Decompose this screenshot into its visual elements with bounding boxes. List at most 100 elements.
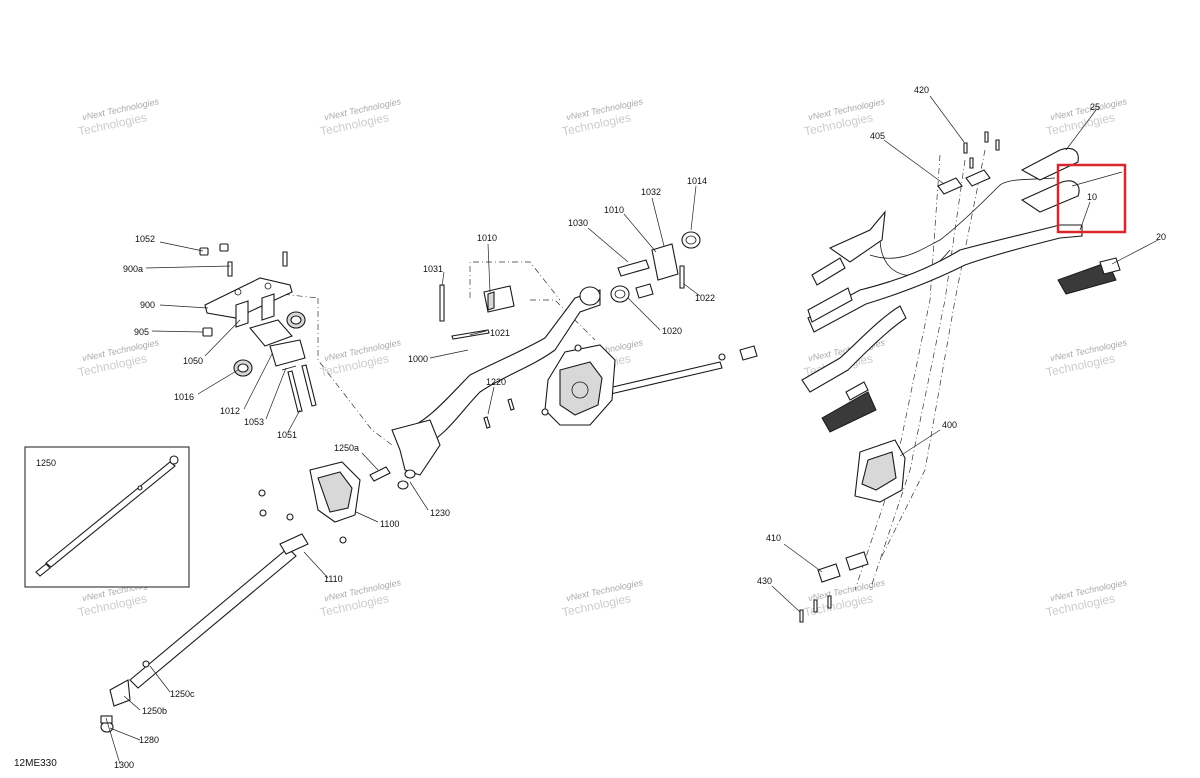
part-label: 405 <box>870 131 885 141</box>
part-label: 1250c <box>170 689 195 699</box>
bolt <box>679 265 685 289</box>
watermark: vNext Technologies Technologies <box>803 577 887 619</box>
part-label: 430 <box>757 576 772 586</box>
bolt <box>827 595 832 609</box>
part-label: 1000 <box>408 354 428 364</box>
bolt <box>282 251 288 267</box>
clamp <box>817 563 841 583</box>
part-label: 1021 <box>490 328 510 338</box>
washer <box>397 480 409 490</box>
bolt <box>439 284 445 322</box>
bushing <box>235 300 249 328</box>
highlight-box <box>1056 163 1127 234</box>
part-label: 10 <box>1087 192 1097 202</box>
seal <box>681 231 701 249</box>
leader-lines <box>105 95 1159 765</box>
part-label: 1053 <box>244 417 264 427</box>
watermark: vNext Technologies Technologies <box>77 337 161 379</box>
lever-guard <box>828 210 886 263</box>
bolt <box>507 398 515 411</box>
bolt <box>483 416 491 429</box>
part-label: 1250b <box>142 706 167 716</box>
watermark: vNext Technologies Technologies <box>1045 337 1129 379</box>
part-label: 1100 <box>380 519 399 529</box>
heated-grip <box>821 391 877 433</box>
part-label: 1300 <box>114 760 134 770</box>
assembly-lines <box>244 149 986 591</box>
clamp <box>965 169 991 187</box>
knuckle <box>391 419 441 476</box>
bolt <box>799 609 804 623</box>
watermark: vNext Technologies Technologies <box>561 96 645 138</box>
bolt <box>301 364 317 407</box>
watermark: vNext Technologies Technologies <box>561 577 645 619</box>
part-label: 900a <box>123 264 143 274</box>
part-label: 1230 <box>430 508 450 518</box>
part-label: 905 <box>134 327 149 337</box>
tie-rod-end <box>109 679 131 707</box>
part-label: 900 <box>140 300 155 310</box>
lower-column-assembly <box>100 461 391 733</box>
part-label: 1030 <box>568 218 588 228</box>
handlebar-assembly <box>799 131 1121 623</box>
watermark: vNext Technologies Technologies <box>77 96 161 138</box>
tie-rod <box>45 461 176 568</box>
part-label: 1020 <box>662 326 682 336</box>
clamp <box>651 243 679 281</box>
part-label: 1031 <box>423 264 443 274</box>
clamp-block <box>249 319 293 347</box>
bolt <box>813 599 818 613</box>
steering-arm <box>404 289 601 449</box>
bolt <box>287 370 303 413</box>
nut <box>199 247 209 256</box>
bolt <box>984 131 989 143</box>
washer <box>404 469 416 479</box>
bolt <box>995 139 1000 151</box>
part-label: 1032 <box>641 187 661 197</box>
part-label: 1010 <box>604 205 624 215</box>
part-label: 20 <box>1156 232 1166 242</box>
bolt <box>227 261 233 277</box>
part-label: 1250a <box>334 443 359 453</box>
grip <box>1057 261 1117 295</box>
part-label: 1016 <box>174 392 194 402</box>
steering-shaft <box>129 547 297 689</box>
part-label: 1014 <box>687 176 707 186</box>
bolt <box>963 142 968 154</box>
bolt <box>969 157 974 169</box>
bolt <box>369 466 391 482</box>
handlebar-end <box>801 305 907 393</box>
inset-label: 1250 <box>36 458 56 468</box>
part-label: 1050 <box>183 356 203 366</box>
steering-arm-assembly <box>391 231 758 490</box>
part-label: 1022 <box>695 293 715 303</box>
part-label: 1010 <box>477 233 497 243</box>
nut <box>219 243 229 252</box>
grip-insert <box>1020 147 1079 181</box>
pin <box>617 259 650 277</box>
grip <box>811 257 846 286</box>
watermark: vNext Technologies Technologies <box>319 337 403 379</box>
part-label: 1110 <box>324 574 343 584</box>
watermark: vNext Technologies Technologies <box>319 96 403 138</box>
nut <box>202 327 213 337</box>
handlebar <box>807 224 1083 333</box>
clamp <box>845 551 869 571</box>
clamp <box>937 177 963 195</box>
part-labels: 1052 900a 900 905 1050 1016 1012 1053 10… <box>36 85 1166 770</box>
watermark: vNext Technologies Technologies <box>1045 577 1129 619</box>
part-label: 420 <box>914 85 929 95</box>
part-label: 1280 <box>139 735 159 745</box>
part-label: 400 <box>942 420 957 430</box>
grip <box>807 287 853 323</box>
part-label: 1012 <box>220 406 240 416</box>
grip-insert <box>1020 180 1080 213</box>
part-label: 1052 <box>135 234 155 244</box>
part-label: 1051 <box>277 430 297 440</box>
bushing <box>261 293 275 321</box>
steering-column-cluster <box>199 243 317 413</box>
part-label: 1220 <box>486 377 506 387</box>
inset-1250 <box>24 446 190 588</box>
part-label: 25 <box>1090 102 1100 112</box>
